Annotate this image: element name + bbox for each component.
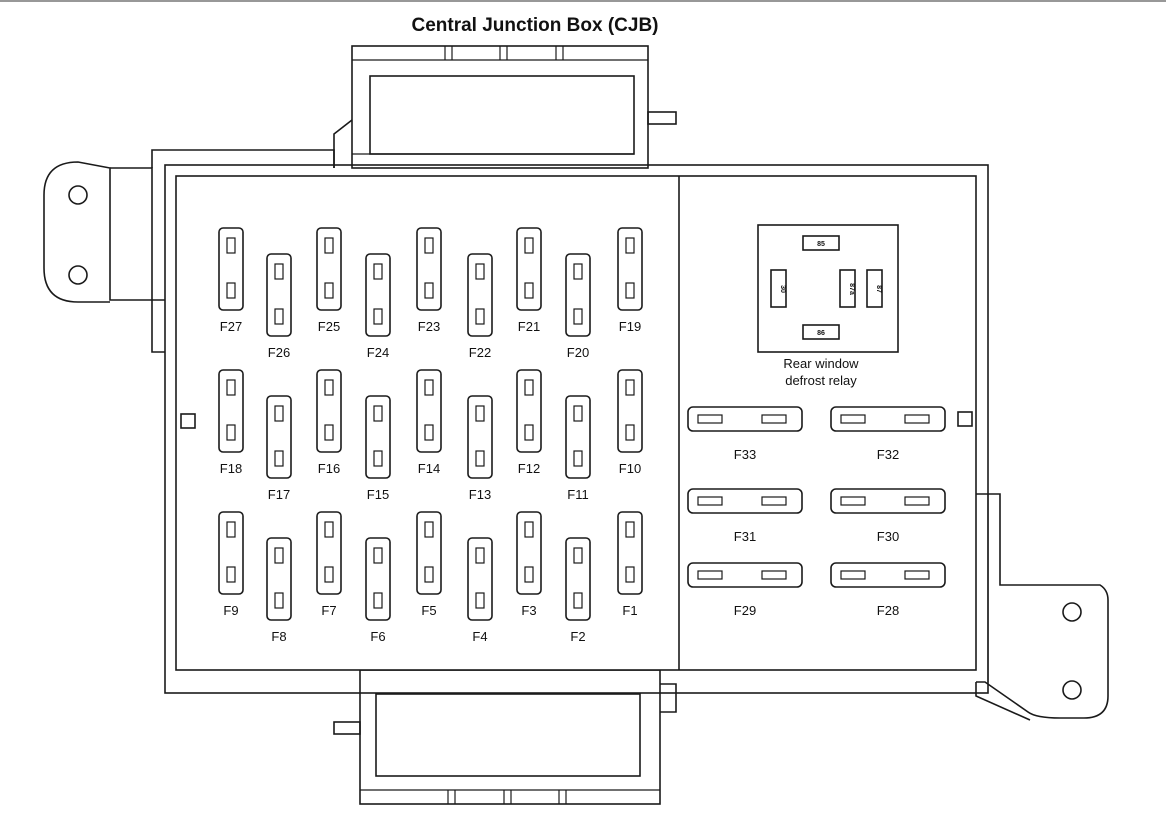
fuse-f8-label: F8	[271, 629, 286, 644]
fuse-f1-label: F1	[622, 603, 637, 618]
fuse-f31: F31	[687, 488, 803, 544]
fuse-f16-label: F16	[318, 461, 340, 476]
right-mounting-bracket	[975, 493, 1109, 721]
fuse-f7: F7	[316, 511, 342, 618]
fuse-f16: F16	[316, 369, 342, 476]
fuse-f30: F30	[830, 488, 946, 544]
relay-pin-87a: 87a	[839, 269, 856, 308]
left-mounting-bracket	[43, 149, 335, 353]
fuse-f9-label: F9	[223, 603, 238, 618]
fuse-f2-label: F2	[570, 629, 585, 644]
fuse-f19: F19	[617, 227, 643, 334]
fuse-f26: F26	[266, 253, 292, 360]
fuse-f24-label: F24	[367, 345, 389, 360]
fuse-f18: F18	[218, 369, 244, 476]
fuse-f6-label: F6	[370, 629, 385, 644]
fuse-f20: F20	[565, 253, 591, 360]
fuse-f2: F2	[565, 537, 591, 644]
fuse-f32-label: F32	[877, 447, 899, 462]
fuse-f17: F17	[266, 395, 292, 502]
relay-pin-30: 30	[770, 269, 787, 308]
fuse-f25: F25	[316, 227, 342, 334]
fuse-f17-label: F17	[268, 487, 290, 502]
relay-pin-87: 87	[866, 269, 883, 308]
fuse-f27-label: F27	[220, 319, 242, 334]
relay-pin-86-label: 86	[817, 330, 825, 337]
fuse-f6: F6	[365, 537, 391, 644]
fuse-f23: F23	[416, 227, 442, 334]
fuse-f13-label: F13	[469, 487, 491, 502]
fuse-f19-label: F19	[619, 319, 641, 334]
fuse-f26-label: F26	[268, 345, 290, 360]
fuse-f28: F28	[830, 562, 946, 618]
fuse-f4: F4	[467, 537, 493, 644]
fuse-f7-label: F7	[321, 603, 336, 618]
fuse-f33: F33	[687, 406, 803, 462]
fuse-f10: F10	[617, 369, 643, 476]
fuse-f11: F11	[565, 395, 591, 502]
fuse-f22: F22	[467, 253, 493, 360]
junction-box-body	[164, 164, 989, 694]
fuse-f29: F29	[687, 562, 803, 618]
fuse-f4-label: F4	[472, 629, 487, 644]
top-connector	[333, 45, 677, 169]
fuse-f21: F21	[516, 227, 542, 334]
fuse-f3: F3	[516, 511, 542, 618]
fuse-f11-label: F11	[567, 487, 588, 502]
relay-caption-line2: defrost relay	[785, 373, 857, 388]
fuse-f3-label: F3	[521, 603, 536, 618]
fuse-f33-label: F33	[734, 447, 756, 462]
fuse-f30-label: F30	[877, 529, 899, 544]
fuse-f27: F27	[218, 227, 244, 334]
fuse-f28-label: F28	[877, 603, 899, 618]
fuse-f5-label: F5	[421, 603, 436, 618]
diagram-title: Central Junction Box (CJB)	[411, 15, 658, 36]
fuse-f14-label: F14	[418, 461, 440, 476]
relay-pin-87a-label: 87a	[848, 283, 855, 295]
fuse-f10-label: F10	[619, 461, 641, 476]
fuse-f15: F15	[365, 395, 391, 502]
relay-pin-86: 86	[802, 324, 840, 340]
fuse-f23-label: F23	[418, 319, 440, 334]
fuse-f22-label: F22	[469, 345, 491, 360]
fuse-f1: F1	[617, 511, 643, 618]
fuse-f21-label: F21	[518, 319, 540, 334]
fuse-f25-label: F25	[318, 319, 340, 334]
relay-pin-85: 85	[802, 235, 840, 251]
fuse-f29-label: F29	[734, 603, 756, 618]
relay-pin-30-label: 30	[779, 285, 786, 293]
rear-window-defrost-relay: 85 86 30 87a 87 Rear window defrost rela…	[757, 224, 899, 388]
fuse-f12-label: F12	[518, 461, 540, 476]
bottom-connector	[333, 669, 677, 805]
left-fuse-panel: F27F26F25F24F23F22F21F20F19F18F17F16F15F…	[218, 227, 643, 644]
fuse-f15-label: F15	[367, 487, 389, 502]
fuse-f14: F14	[416, 369, 442, 476]
fuse-f18-label: F18	[220, 461, 242, 476]
fuse-f13: F13	[467, 395, 493, 502]
relay-caption-line1: Rear window	[783, 356, 859, 371]
fuse-f24: F24	[365, 253, 391, 360]
fuse-f12: F12	[516, 369, 542, 476]
fuse-f32: F32	[830, 406, 946, 462]
relay-pin-85-label: 85	[817, 241, 825, 248]
fuse-f9: F9	[218, 511, 244, 618]
fuse-f8: F8	[266, 537, 292, 644]
relay-pin-87-label: 87	[875, 285, 882, 293]
fuse-f20-label: F20	[567, 345, 589, 360]
fuse-f31-label: F31	[734, 529, 756, 544]
fuse-f5: F5	[416, 511, 442, 618]
